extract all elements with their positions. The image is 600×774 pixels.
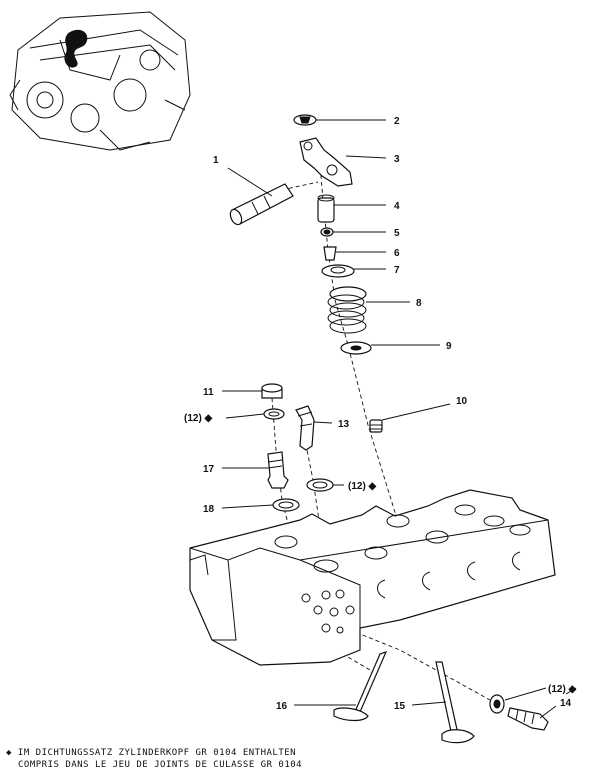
callout-labels: 1 2 3 4 5 6 7 8 9 10 11 (12) ◆ (12) ◆ (1… — [184, 116, 577, 712]
part-14-glow-plug — [507, 707, 549, 731]
callout-13: 13 — [338, 419, 350, 430]
callout-3: 3 — [394, 154, 400, 165]
callout-4: 4 — [394, 201, 400, 212]
part-2-cap — [293, 114, 317, 126]
part-15-valve — [435, 661, 475, 744]
part-9-spring-seat — [340, 341, 372, 355]
leader-lines — [221, 119, 577, 719]
callout-8: 8 — [416, 298, 422, 309]
footnote-german: ◆ IM DICHTUNGSSATZ ZYLINDERKOPF GR 0104 E… — [6, 748, 296, 758]
part-10-valve-stem-seal — [369, 419, 383, 433]
callout-1: 1 — [213, 155, 219, 166]
callout-10: 10 — [456, 396, 468, 407]
footnote-french: COMPRIS DANS LE JEU DE JOINTS DE CULASSE… — [18, 760, 302, 770]
callout-17: 17 — [203, 464, 215, 475]
part-7-spring-retainer — [321, 264, 355, 278]
cylinder-head — [189, 489, 556, 666]
callout-12-lower: (12) ◆ — [548, 684, 577, 695]
highlight-mark — [64, 29, 88, 68]
callout-5: 5 — [394, 228, 400, 239]
part-5-ring — [320, 227, 334, 237]
part-1-rocker-shaft — [229, 183, 294, 226]
part-12-seal-ring-lower — [489, 694, 505, 714]
callout-12-middle: (12) ◆ — [348, 481, 377, 492]
callout-9: 9 — [446, 341, 452, 352]
footnote-german-text: IM DICHTUNGSSATZ ZYLINDERKOPF GR 0104 EN… — [17, 748, 297, 758]
callout-15: 15 — [394, 701, 406, 712]
part-13-injector — [295, 405, 315, 451]
callout-6: 6 — [394, 248, 400, 259]
part-12-seal-ring-middle — [306, 478, 334, 492]
part-17-glow-plug-sleeve — [267, 451, 289, 489]
part-6-valve-key — [323, 246, 337, 261]
callout-11: 11 — [203, 387, 214, 398]
engine-thumbnail — [9, 11, 191, 151]
callout-18: 18 — [203, 504, 215, 515]
callout-2: 2 — [394, 116, 400, 127]
footnote-french-text: COMPRIS DANS LE JEU DE JOINTS DE CULASSE… — [18, 760, 303, 770]
part-3-rocker-arm — [299, 137, 353, 187]
callout-7: 7 — [394, 265, 400, 276]
part-11-plug — [261, 383, 283, 399]
part-16-valve — [333, 651, 388, 722]
diamond-icon: ◆ — [6, 748, 12, 758]
part-12-seal-ring-upper — [263, 408, 285, 420]
callout-14: 14 — [560, 698, 572, 709]
part-8-valve-spring — [327, 286, 367, 334]
part-4-valve-lifter — [317, 194, 335, 223]
callout-12-upper: (12) ◆ — [184, 413, 213, 424]
callout-16: 16 — [276, 701, 288, 712]
part-18-washer — [272, 498, 300, 512]
